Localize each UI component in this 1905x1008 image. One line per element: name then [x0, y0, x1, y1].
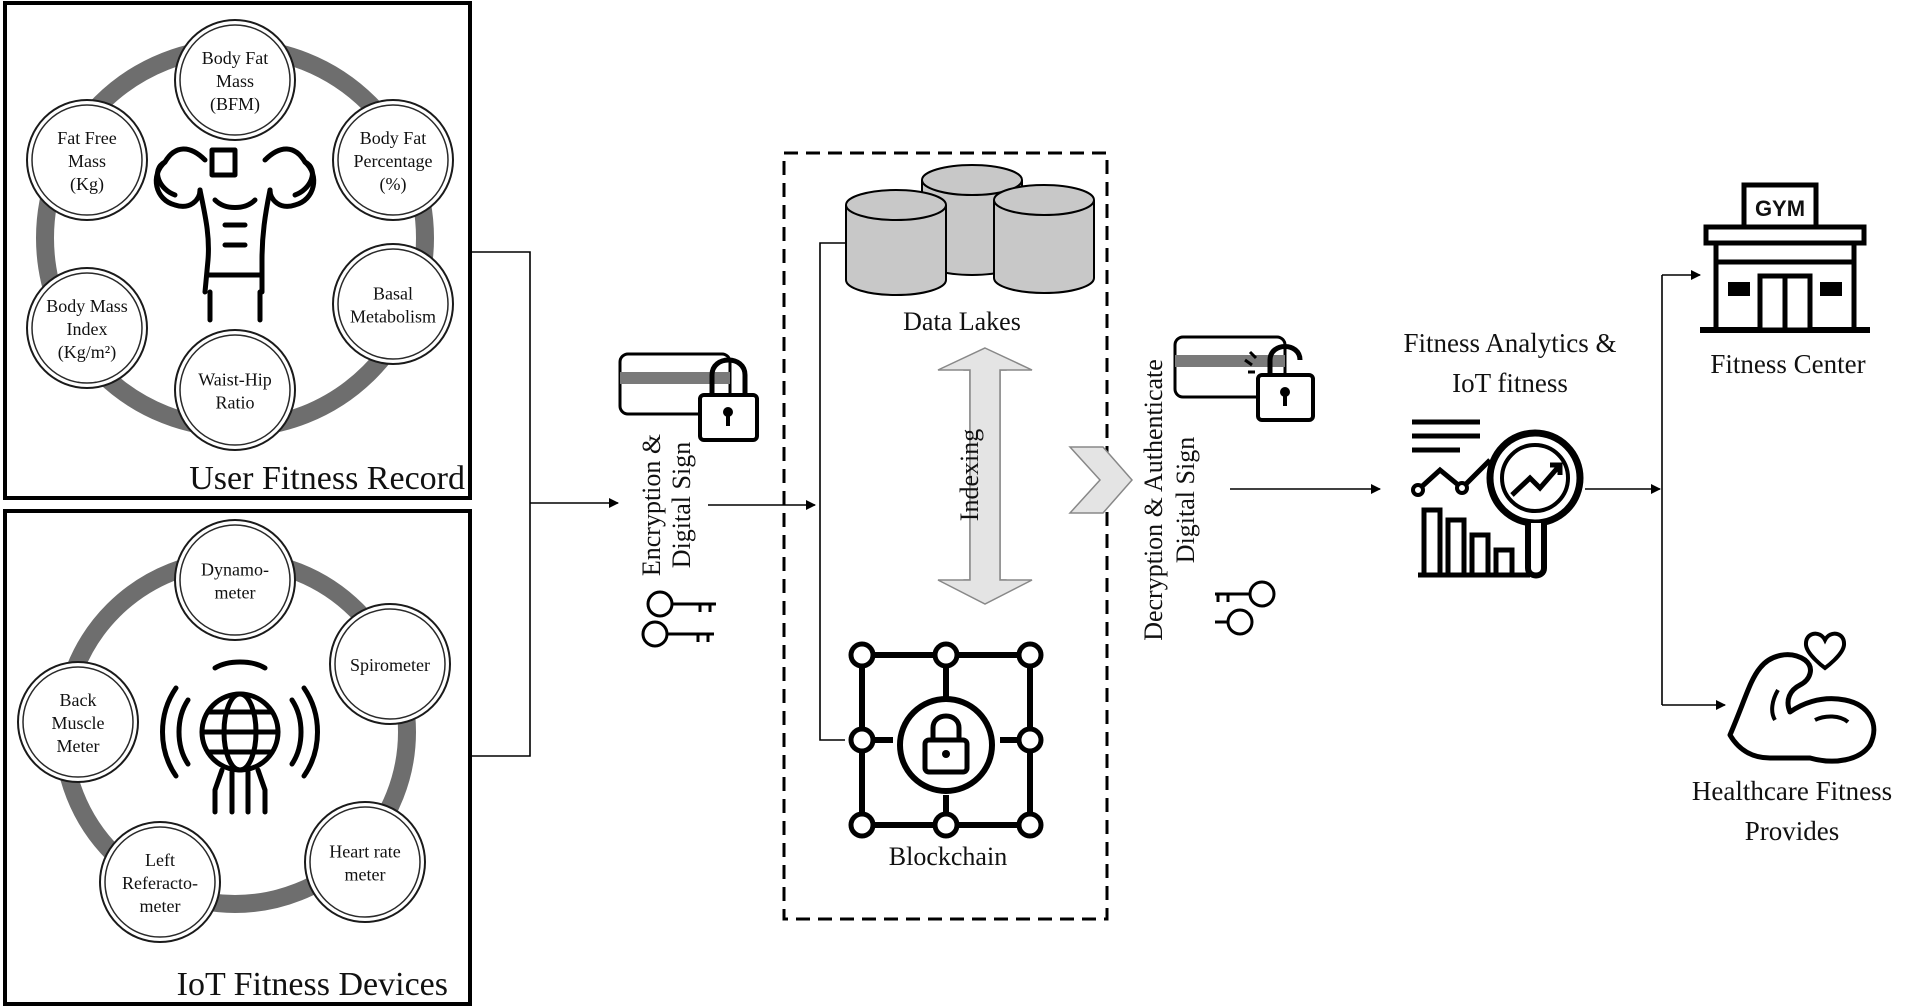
record-metric-node-label: Waist-Hip [198, 370, 272, 390]
iot-device-node-label: Dynamo- [201, 560, 269, 580]
iot-fitness-devices-title: IoT Fitness Devices [177, 966, 448, 1003]
bodybuilder-icon [153, 146, 317, 323]
open-padlock-icon [1244, 344, 1315, 422]
left-connectors [470, 251, 619, 757]
blockchain-icon [848, 641, 1044, 839]
record-metric-node-label: Fat Free [57, 128, 116, 148]
outputs-section: GYM Fitness Center Healthcare Fitness Pr… [1661, 182, 1892, 846]
record-metric-node-label: (BFM) [210, 94, 260, 115]
iot-device-node-label: Spirometer [350, 655, 430, 675]
chevron-right-icon [1068, 446, 1133, 514]
analytics-section: Fitness Analytics & IoT fitness [1403, 328, 1661, 579]
analytics-label-line2: IoT fitness [1452, 368, 1568, 398]
indexing-double-arrow [937, 347, 1033, 605]
iot-device-node: Spirometer [329, 603, 451, 725]
blockchain-label: Blockchain [889, 842, 1007, 871]
encryption-label-line2: Digital Sign [667, 442, 696, 568]
iot-device-node-label: meter [140, 896, 181, 916]
data-lakes-label: Data Lakes [903, 307, 1021, 336]
decryption-label-line1: Decryption & Authenticate [1139, 359, 1168, 641]
record-metric-node-label: Body Fat [360, 128, 427, 148]
iot-device-node-label: Heart rate [329, 842, 400, 862]
record-metric-node-label: Percentage [354, 151, 433, 171]
record-metric-node-label: Body Mass [46, 296, 128, 316]
record-metric-node-label: Metabolism [350, 307, 436, 327]
iot-device-node-label: Back [60, 690, 97, 710]
storage-section: Data Lakes Indexing Blockchain [782, 151, 1109, 921]
encryption-label-line1: Encryption & [637, 434, 666, 576]
encryption-section: Encryption & Digital Sign [618, 352, 816, 648]
iot-device-node: Dynamo-meter [174, 519, 296, 641]
record-metric-node-label: Mass [68, 151, 106, 171]
analytics-icon [1411, 419, 1584, 579]
data-lakes-icon [845, 164, 1095, 296]
record-metric-node-label: (Kg/m²) [58, 342, 116, 363]
fitness-center-label: Fitness Center [1710, 349, 1865, 379]
user-fitness-record-title: User Fitness Record [189, 460, 465, 497]
keys-icon [1215, 580, 1276, 636]
keys-icon [641, 590, 716, 648]
record-metric-node-label: (Kg) [70, 174, 104, 195]
record-metric-node-label: Body Fat [202, 48, 269, 68]
record-metric-node-label: (%) [380, 174, 407, 195]
record-metric-node-label: Index [67, 319, 108, 339]
iot-device-node-label: Referacto- [122, 873, 198, 893]
gym-sign-text: GYM [1755, 196, 1805, 221]
analytics-label-line1: Fitness Analytics & [1403, 328, 1616, 358]
iot-device-node-label: Meter [57, 736, 100, 756]
storage-dashed-border [782, 151, 1109, 921]
iot-globe-icon [160, 659, 320, 815]
record-metric-node-label: Ratio [216, 393, 255, 413]
decryption-label-line2: Digital Sign [1171, 437, 1200, 563]
gym-building-icon: GYM [1700, 182, 1870, 333]
iot-device-node-label: meter [215, 583, 256, 603]
record-metric-node-label: Basal [373, 284, 413, 304]
iot-device-node-label: Left [145, 850, 175, 870]
healthcare-label-line1: Healthcare Fitness [1692, 776, 1892, 806]
iot-device-node-label: meter [345, 865, 386, 885]
padlock-icon [698, 357, 759, 442]
iot-device-node-label: Muscle [52, 713, 105, 733]
healthcare-label-line2: Provides [1745, 816, 1840, 846]
flexed-arm-heart-icon [1727, 631, 1877, 764]
decryption-section: Decryption & Authenticate Digital Sign [1139, 335, 1381, 641]
iot-device-node: Heart rate meter [304, 801, 426, 923]
record-metric-node-label: Mass [216, 71, 254, 91]
indexing-label: Indexing [955, 429, 984, 521]
